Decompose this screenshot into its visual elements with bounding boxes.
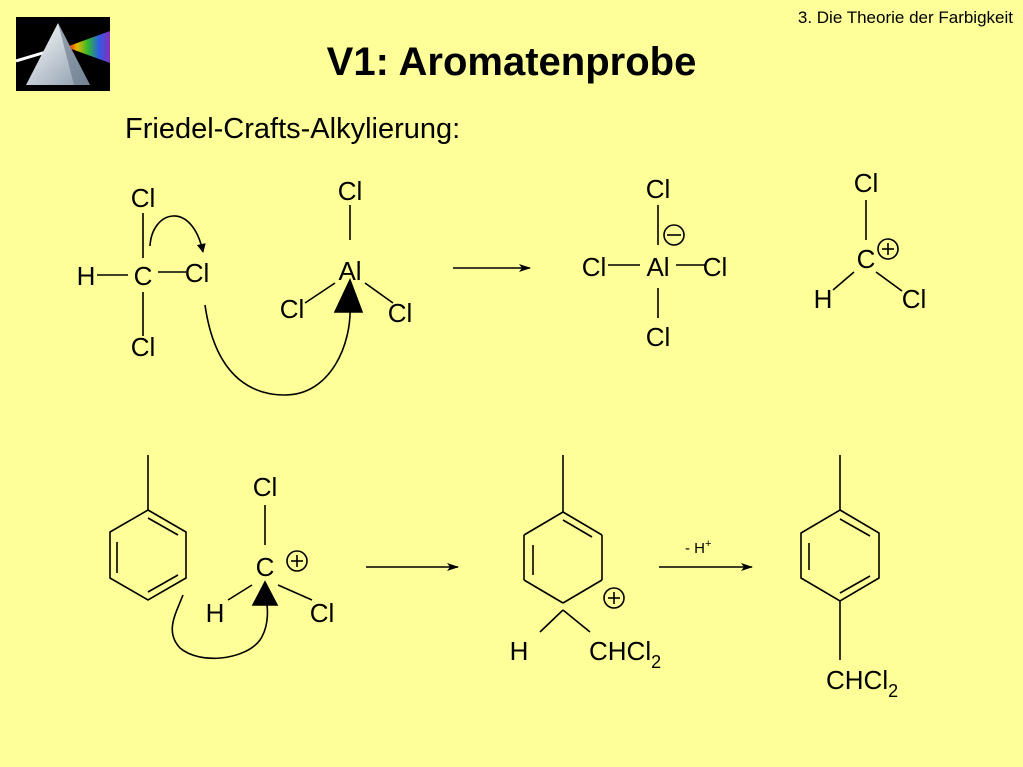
- atom-cl: Cl: [388, 298, 413, 328]
- slide-subtitle: Friedel-Crafts-Alkylierung:: [125, 113, 461, 145]
- atom-al: Al: [338, 256, 361, 286]
- atom-cl: Cl: [646, 322, 671, 352]
- atom-cl: Cl: [253, 472, 278, 502]
- atom-cl: Cl: [310, 598, 335, 628]
- atom-cl: Cl: [703, 252, 728, 282]
- atom-c: C: [857, 244, 876, 274]
- atom-cl: Cl: [854, 168, 879, 198]
- atom-cl: Cl: [902, 284, 927, 314]
- slide-title: V1: Aromatenprobe: [326, 40, 697, 84]
- substituent-chcl2: CHCl2: [589, 636, 661, 672]
- atom-cl: Cl: [280, 294, 305, 324]
- atom-h: H: [814, 284, 833, 314]
- atom-h: H: [510, 636, 529, 666]
- atom-cl: Cl: [646, 174, 671, 204]
- atom-cl: Cl: [131, 183, 156, 213]
- atom-c: C: [256, 552, 275, 582]
- atom-cl: Cl: [131, 332, 156, 362]
- atom-h: H: [77, 261, 96, 291]
- atom-al: Al: [646, 252, 669, 282]
- reaction-condition: - H+: [685, 538, 711, 557]
- atom-cl: Cl: [338, 176, 363, 206]
- section-label: 3. Die Theorie der Farbigkeit: [797, 8, 1013, 27]
- substituent-chcl2: CHCl2: [826, 665, 898, 701]
- atom-cl: Cl: [582, 252, 607, 282]
- prism-logo: [16, 17, 110, 91]
- atom-c: C: [134, 261, 153, 291]
- atom-cl: Cl: [185, 258, 210, 288]
- atom-h: H: [206, 598, 225, 628]
